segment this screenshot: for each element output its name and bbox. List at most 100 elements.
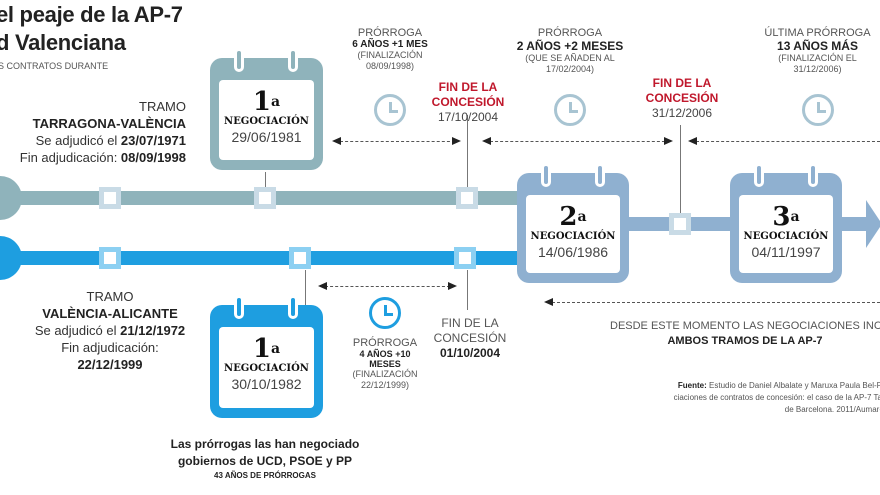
divider-line	[680, 125, 681, 213]
clock-icon	[374, 94, 406, 126]
prorroga-note: 17/02/2004)	[545, 64, 595, 74]
prorroga-amount: 4 AÑOS +10	[359, 349, 411, 359]
negotiation-date: 04/11/1997	[751, 244, 821, 260]
negotiation-date: 29/06/1981	[231, 129, 302, 145]
period-arrow	[325, 286, 450, 287]
arrow-right-icon	[664, 137, 673, 145]
prorroga-note: (FINALIZACIÓN EL	[778, 53, 857, 63]
arrow-left-icon	[318, 282, 327, 290]
divider-line	[467, 115, 468, 187]
source-note: Fuente: Estudio de Daniel Albalate y Mar…	[674, 380, 880, 416]
fin-date: 08/09/1998	[120, 150, 186, 165]
prorroga-note: (FINALIZACIÓN	[352, 369, 418, 379]
timeline-bottom	[0, 251, 525, 265]
prorroga-amount: 2 AÑOS +2 MESES	[516, 39, 624, 53]
footer-line: Las prórrogas las han negociado	[170, 437, 360, 451]
prorroga-label: ÚLTIMA PRÓRROGA	[764, 27, 871, 39]
fin-concesion-label: CONCESIÓN	[431, 95, 505, 109]
fin-label: Fin adjudicación:	[61, 340, 159, 355]
clock-icon	[554, 94, 586, 126]
both-tramos-note: DESDE ESTE MOMENTO LAS NEGOCIACIONES INC…	[610, 320, 880, 332]
calendar-ring	[595, 163, 605, 187]
timeline-node	[99, 247, 121, 269]
fin-concesion-label: CONCESIÓN	[645, 91, 719, 105]
title-line-2: d Valenciana	[0, 30, 126, 55]
prorroga-label: PRÓRROGA	[537, 27, 603, 39]
footer-line: gobiernos de UCD, PSOE y PP	[177, 454, 353, 468]
clock-icon	[369, 297, 401, 329]
tramo-name: TARRAGONA-VALÈNCIA	[32, 116, 186, 131]
period-arrow	[490, 141, 670, 142]
source-line: ciaciones de contratos de concesión: el …	[673, 393, 880, 402]
source-line: Estudio de Daniel Albalate y Maruxa Paul…	[706, 381, 880, 390]
footer-note: Las prórrogas las han negociado gobierno…	[140, 436, 390, 482]
calendar-ring	[808, 163, 818, 187]
adjudico-label: Se adjudicó el	[34, 323, 121, 338]
timeline-arrow-icon	[866, 200, 880, 248]
prorroga-label: PRÓRROGA	[352, 337, 418, 349]
fin-concesion-label: FIN DE LA	[438, 80, 498, 94]
negotiation-ordinal: a	[271, 341, 281, 357]
fin-concesion-date: 01/10/2004	[439, 346, 501, 360]
divider-line	[305, 270, 306, 305]
title-line-1: el peaje de la AP-7	[0, 2, 183, 27]
arrow-left-icon	[688, 137, 697, 145]
arrow-left-icon	[482, 137, 491, 145]
period-arrow	[696, 141, 880, 142]
timeline-node	[254, 187, 276, 209]
prorroga-label: PRÓRROGA	[357, 27, 423, 39]
tramo-valencia-alicante: TRAMO VALÈNCIA-ALICANTE Se adjudicó el 2…	[20, 288, 200, 373]
period-arrow	[552, 302, 880, 303]
fin-concesion-label: CONCESIÓN	[433, 331, 507, 345]
negotiation-number: 1	[252, 334, 271, 364]
timeline-node	[454, 247, 476, 269]
fin-date: 22/12/1999	[77, 357, 143, 372]
prorroga-note: (FINALIZACIÓN	[357, 50, 423, 60]
adjudico-date: 23/07/1971	[120, 133, 186, 148]
timeline-node	[669, 213, 691, 235]
clock-icon	[802, 94, 834, 126]
tramo-label: TRAMO	[139, 99, 186, 114]
arrow-right-icon	[448, 282, 457, 290]
fin-concesion-label: FIN DE LA	[441, 316, 499, 330]
source-label: Fuente:	[677, 381, 707, 390]
adjudico-label: Se adjudicó el	[35, 133, 121, 148]
negotiation-label: NEGOCIACIÓN	[530, 231, 616, 242]
prorroga-1: PRÓRROGA 6 AÑOS +1 MES (FINALIZACIÓN 08/…	[340, 27, 440, 72]
timeline-top-start	[0, 176, 22, 220]
calendar-negotiation-2: 2a NEGOCIACIÓN 14/06/1986	[517, 163, 629, 283]
both-tramos-bold: AMBOS TRAMOS DE LA AP-7	[667, 335, 823, 347]
negotiation-date: 14/06/1986	[537, 244, 609, 260]
timeline-node	[456, 187, 478, 209]
calendar-ring	[288, 295, 298, 319]
timeline-node	[99, 187, 121, 209]
negotiation-label: NEGOCIACIÓN	[743, 231, 829, 242]
fin-concesion-1: FIN DE LA CONCESIÓN 17/10/2004	[418, 80, 518, 125]
prorroga-3: ÚLTIMA PRÓRROGA 13 AÑOS MÁS (FINALIZACIÓ…	[750, 27, 880, 75]
prorroga-amount: MESES	[369, 359, 401, 369]
prorroga-note: 22/12/1999)	[360, 380, 410, 390]
fin-label: Fin adjudicación:	[19, 150, 121, 165]
footer-subline: 43 AÑOS DE PRÓRROGAS	[214, 471, 316, 480]
negotiation-label: NEGOCIACIÓN	[224, 363, 309, 374]
negotiation-ordinal: a	[790, 209, 800, 225]
period-arrow	[340, 141, 455, 142]
fin-concesion-2: FIN DE LA CONCESIÓN 31/12/2006	[632, 76, 732, 121]
calendar-negotiation-3: 3a NEGOCIACIÓN 04/11/1997	[730, 163, 842, 283]
prorroga-2: PRÓRROGA 2 AÑOS +2 MESES (QUE SE AÑADEN …	[510, 27, 630, 75]
prorroga-note: (QUE SE AÑADEN AL	[525, 53, 615, 63]
fin-concesion-date: 17/10/2004	[437, 110, 499, 124]
calendar-ring	[234, 295, 244, 319]
prorroga-note: 31/12/2006)	[793, 64, 842, 74]
calendar-ring	[541, 163, 551, 187]
fin-concesion-3: FIN DE LA CONCESIÓN 01/10/2004	[425, 316, 515, 361]
divider-line	[467, 270, 468, 310]
calendar-ring	[754, 163, 764, 187]
negotiation-number: 3	[772, 202, 791, 232]
subtitle: S CONTRATOS DURANTE	[0, 61, 109, 71]
negotiation-ordinal: a	[271, 94, 281, 110]
prorroga-amount: 6 AÑOS +1 MES	[352, 39, 428, 50]
negotiation-label: NEGOCIACIÓN	[224, 116, 309, 127]
calendar-negotiation-1-top: 1a NEGOCIACIÓN 29/06/1981	[210, 48, 323, 170]
calendar-ring	[288, 48, 298, 72]
